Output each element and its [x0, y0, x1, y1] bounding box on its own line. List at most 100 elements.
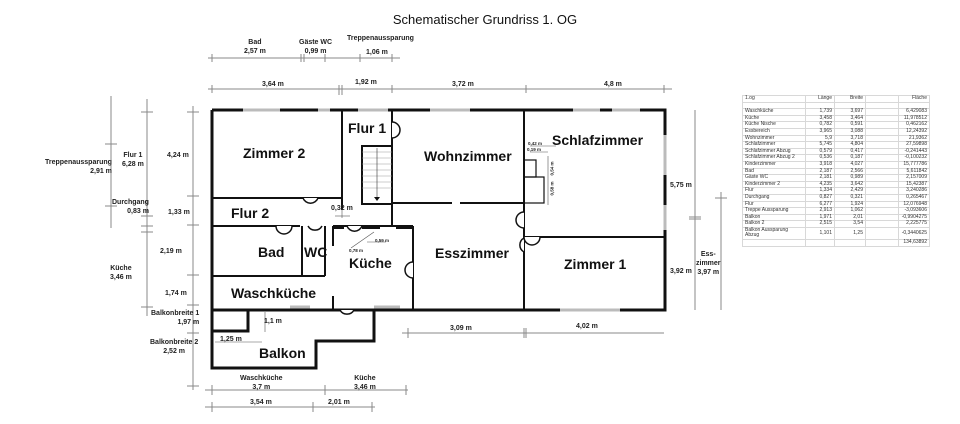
- dim-durchgang-width: 0,32 m: [331, 205, 353, 212]
- dim-kueche-width: 0,59 m: [375, 238, 390, 243]
- dim-bottom-1: 3,09 m: [450, 325, 472, 332]
- table-cell: 2,225775: [898, 220, 930, 228]
- table-cell: [865, 213, 899, 222]
- room-flur-1: Flur 1: [348, 120, 387, 136]
- room-zimmer-2: Zimmer 2: [243, 145, 306, 161]
- table-cell: [865, 160, 899, 169]
- dim-schlaf-3: 0,54 m: [549, 161, 555, 176]
- table-cell: [865, 167, 899, 176]
- room-schlafzimmer: Schlafzimmer: [552, 132, 644, 148]
- table-cell: [865, 154, 899, 162]
- table-cell: [865, 200, 899, 209]
- table-cell: [865, 95, 899, 103]
- dim-top-3: 3,72 m: [452, 81, 474, 88]
- table-cell: 0,321: [834, 193, 866, 202]
- doors: [275, 121, 541, 315]
- table-cell: [865, 134, 899, 143]
- dim-right-1: 5,75 m: [670, 182, 692, 189]
- dim-left-h3: 2,19 m: [160, 248, 182, 255]
- dim-treppen-width: 1,06 m: [366, 49, 388, 56]
- room-bad: Bad: [258, 244, 285, 260]
- dim-kueche-diag: 0,78 m: [349, 248, 364, 253]
- dim-left-h2: 1,33 m: [168, 209, 190, 216]
- dim-treppen-label: Treppenaussparung: [347, 35, 414, 42]
- table-cell: [865, 193, 899, 202]
- dim-top-1: 3,64 m: [262, 81, 284, 88]
- table-cell: [865, 187, 899, 195]
- dim-left-h1: 4,24 m: [167, 152, 189, 159]
- table-cell: [865, 147, 899, 156]
- dimension-lines: [105, 54, 727, 412]
- table-cell: 1.og: [742, 95, 806, 103]
- table-cell: [865, 220, 899, 228]
- room-wc: WC: [304, 244, 328, 260]
- room-esszimmer: Esszimmer: [435, 245, 509, 261]
- dim-top-2: 1,92 m: [355, 79, 377, 86]
- table-cell: [865, 174, 899, 182]
- table-cell: Fläche: [898, 95, 930, 103]
- walls: [210, 108, 667, 370]
- table-cell: [865, 114, 899, 123]
- stairs: [362, 148, 392, 200]
- table-cell: Breite: [834, 95, 866, 103]
- dim-bottom-2: 4,02 m: [576, 323, 598, 330]
- table-cell: [865, 127, 899, 136]
- table-cell: 1,101: [805, 226, 835, 241]
- table-cell: Länge: [805, 95, 835, 103]
- stair-arrow-icon: [374, 197, 380, 201]
- table-cell: 3,54: [834, 220, 866, 228]
- table-total: 134,63892: [898, 239, 930, 247]
- dim-schlaf-2: 0,19 m: [527, 147, 542, 152]
- table-cell: [865, 121, 899, 129]
- table-cell: [865, 226, 899, 241]
- table-cell: [865, 141, 899, 149]
- table-total-row: 134,63892: [742, 239, 930, 247]
- schlafzimmer-niche: [523, 159, 545, 204]
- table-cell: [834, 239, 866, 247]
- dim-schlaf-4: 0,58 m: [549, 181, 555, 196]
- room-flur-2: Flur 2: [231, 205, 270, 221]
- room-waschkueche: Waschküche: [231, 285, 317, 301]
- dim-bottom-c1: 3,54 m: [250, 399, 272, 406]
- windows: [243, 108, 667, 312]
- table-cell: [865, 108, 899, 116]
- page-title: Schematischer Grundriss 1. OG: [392, 12, 578, 27]
- table-cell: [865, 239, 899, 247]
- table-cell: Balkon Aussparung Abzug: [742, 226, 806, 241]
- table-cell: [865, 101, 899, 110]
- table-cell: [805, 239, 835, 247]
- dim-balkon-height: 1,1 m: [264, 318, 282, 325]
- dim-balkon-width: 1,25 m: [220, 336, 242, 343]
- table-cell: -0,3440625: [898, 226, 930, 241]
- room-balkon: Balkon: [259, 345, 306, 361]
- table-cell: 1,25: [834, 226, 866, 241]
- table-cell: [742, 239, 806, 247]
- table-cell: [865, 207, 899, 215]
- table-cell: Durchgang: [742, 193, 806, 202]
- table-cell: 2,515: [805, 220, 835, 228]
